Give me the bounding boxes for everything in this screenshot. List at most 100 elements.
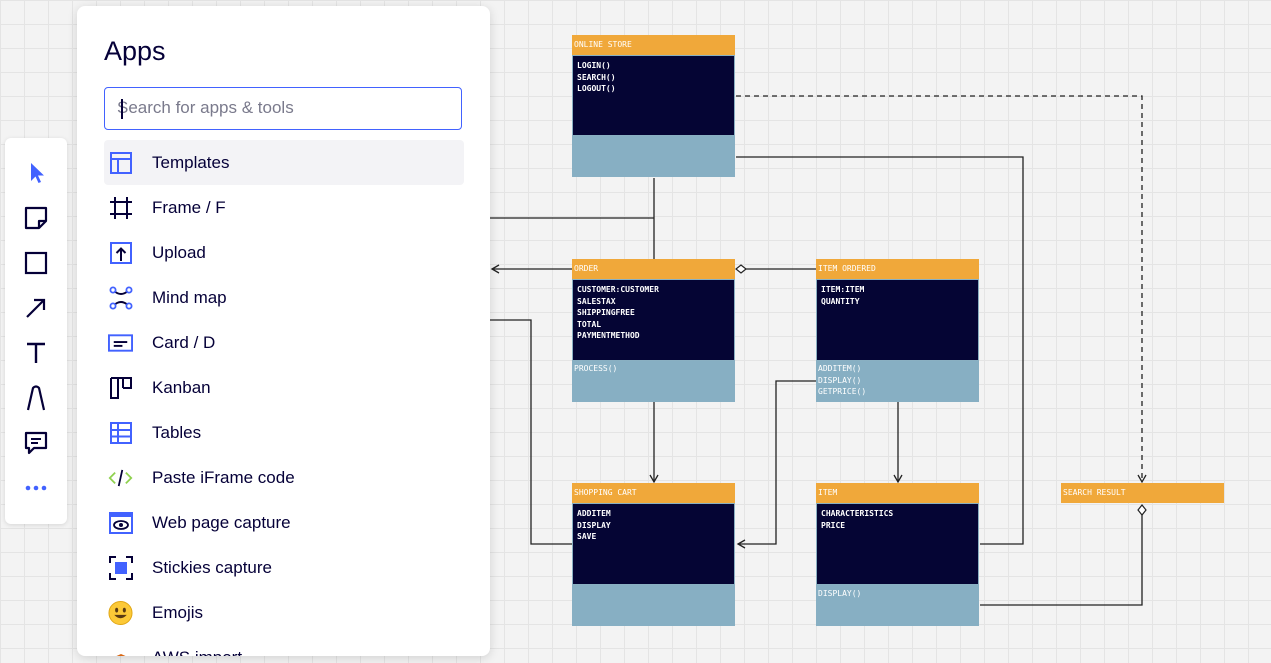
cursor-icon bbox=[31, 163, 44, 183]
app-item-stickies-capture[interactable]: Stickies capture bbox=[104, 545, 464, 590]
text-caret bbox=[121, 99, 123, 119]
code-icon bbox=[108, 465, 133, 490]
app-item-upload[interactable]: Upload bbox=[104, 230, 464, 275]
class-order[interactable]: ORDER CUSTOMER:CUSTOMER SALESTAX SHIPPIN… bbox=[572, 259, 735, 402]
class-title: ORDER bbox=[572, 259, 735, 279]
text-icon bbox=[27, 342, 45, 363]
app-item-label: Tables bbox=[152, 423, 202, 442]
class-shopping-cart[interactable]: SHOPPING CART ADDITEM DISPLAY SAVE bbox=[572, 483, 735, 626]
connector-itemordered-cart bbox=[736, 380, 816, 549]
app-item-mind-map[interactable]: Mind map bbox=[104, 275, 464, 320]
class-title: ONLINE STORE bbox=[572, 35, 735, 55]
class-online-store[interactable]: ONLINE STORE LOGIN() SEARCH() LOGOUT() bbox=[572, 35, 735, 177]
select-tool[interactable] bbox=[5, 153, 67, 193]
attribute: PRICE bbox=[821, 520, 846, 530]
square-icon bbox=[24, 251, 48, 275]
class-title: ITEM ORDERED bbox=[816, 259, 979, 279]
search-box[interactable] bbox=[104, 87, 462, 130]
more-icon bbox=[25, 485, 47, 491]
class-search-result[interactable]: SEARCH RESULT bbox=[1061, 483, 1224, 503]
app-item-card[interactable]: Card / D bbox=[104, 320, 464, 365]
sticky-note-tool[interactable] bbox=[5, 198, 67, 238]
attribute: ADDITEM bbox=[577, 509, 611, 518]
class-item-ordered[interactable]: ITEM ORDERED ITEM:ITEM QUANTITY ADDITEM(… bbox=[816, 259, 979, 402]
class-methods bbox=[572, 585, 735, 626]
app-item-label: Web page capture bbox=[152, 513, 291, 532]
class-item[interactable]: ITEM CHARACTERISTICS PRICE DISPLAY() bbox=[816, 483, 979, 626]
app-item-frame[interactable]: Frame / F bbox=[104, 185, 464, 230]
connection-line-tool[interactable] bbox=[5, 288, 67, 328]
app-item-paste-iframe[interactable]: Paste iFrame code bbox=[104, 455, 464, 500]
attribute: SALESTAX bbox=[577, 296, 616, 306]
app-item-kanban[interactable]: Kanban bbox=[104, 365, 464, 410]
class-title: ITEM bbox=[816, 483, 979, 503]
pen-icon bbox=[26, 385, 46, 411]
attribute: SHIPPINGFREE bbox=[577, 308, 635, 317]
sticky-note-icon bbox=[24, 206, 48, 230]
attribute: CUSTOMER:CUSTOMER bbox=[577, 285, 659, 294]
attribute: SAVE bbox=[577, 532, 597, 541]
class-methods bbox=[572, 136, 735, 177]
mind-map-icon bbox=[108, 285, 133, 310]
class-attributes: LOGIN() SEARCH() LOGOUT() bbox=[572, 55, 735, 136]
app-item-label: Paste iFrame code bbox=[152, 468, 295, 487]
pen-tool[interactable] bbox=[5, 378, 67, 418]
attribute: TOTAL bbox=[577, 319, 602, 329]
card-icon bbox=[108, 330, 133, 355]
emoji-icon bbox=[108, 600, 133, 625]
tables-icon bbox=[108, 420, 133, 445]
more-tools-button[interactable] bbox=[5, 468, 67, 508]
app-item-tables[interactable]: Tables bbox=[104, 410, 464, 455]
search-input[interactable] bbox=[117, 88, 447, 128]
app-item-label: Upload bbox=[152, 243, 206, 262]
class-attributes: ADDITEM DISPLAY SAVE bbox=[572, 503, 735, 585]
stickies-capture-icon bbox=[108, 555, 133, 580]
app-item-templates[interactable]: Templates bbox=[104, 140, 464, 185]
attribute: DISPLAY bbox=[577, 520, 611, 530]
method: DISPLAY() bbox=[818, 375, 862, 385]
connector-store-search bbox=[736, 95, 1147, 484]
connector-left-cart bbox=[490, 319, 572, 545]
kanban-icon bbox=[108, 375, 133, 400]
shape-tool[interactable] bbox=[5, 243, 67, 283]
app-item-aws-import[interactable]: AWS import bbox=[104, 635, 464, 656]
class-attributes: CUSTOMER:CUSTOMER SALESTAX SHIPPINGFREE … bbox=[572, 279, 735, 361]
arrow-line-icon bbox=[26, 298, 46, 318]
app-item-label: Mind map bbox=[152, 288, 227, 307]
connector-item-search bbox=[980, 504, 1147, 606]
class-methods: DISPLAY() bbox=[816, 585, 979, 626]
app-item-label: AWS import bbox=[152, 648, 242, 656]
app-item-web-capture[interactable]: Web page capture bbox=[104, 500, 464, 545]
method: DISPLAY() bbox=[818, 589, 862, 598]
app-item-label: Stickies capture bbox=[152, 558, 272, 577]
app-item-label: Templates bbox=[152, 153, 230, 172]
attribute: ITEM:ITEM bbox=[821, 285, 865, 294]
class-methods: PROCESS() bbox=[572, 361, 735, 402]
app-item-emojis[interactable]: Emojis bbox=[104, 590, 464, 635]
attribute: SEARCH() bbox=[577, 72, 616, 82]
creation-toolbar bbox=[5, 138, 67, 524]
attribute: LOGIN() bbox=[577, 61, 611, 70]
app-item-label: Kanban bbox=[152, 378, 211, 397]
class-attributes: CHARACTERISTICS PRICE bbox=[816, 503, 979, 585]
comment-tool[interactable] bbox=[5, 423, 67, 463]
method: ADDITEM() bbox=[818, 364, 862, 373]
attribute: CHARACTERISTICS bbox=[821, 509, 894, 518]
class-attributes: ITEM:ITEM QUANTITY bbox=[816, 279, 979, 361]
attribute: QUANTITY bbox=[821, 296, 860, 306]
class-title: SHOPPING CART bbox=[572, 483, 735, 503]
upload-icon bbox=[108, 240, 133, 265]
attribute: LOGOUT() bbox=[577, 84, 616, 93]
method: GETPRICE() bbox=[818, 387, 867, 396]
panel-title: Apps bbox=[104, 36, 166, 66]
app-item-label: Frame / F bbox=[152, 198, 226, 217]
web-capture-icon bbox=[108, 510, 133, 535]
frame-icon bbox=[108, 195, 133, 220]
attribute: PAYMENTMETHOD bbox=[577, 331, 640, 340]
templates-icon bbox=[108, 150, 133, 175]
text-tool[interactable] bbox=[5, 333, 67, 373]
aws-icon bbox=[108, 645, 133, 656]
app-item-label: Emojis bbox=[152, 603, 204, 622]
